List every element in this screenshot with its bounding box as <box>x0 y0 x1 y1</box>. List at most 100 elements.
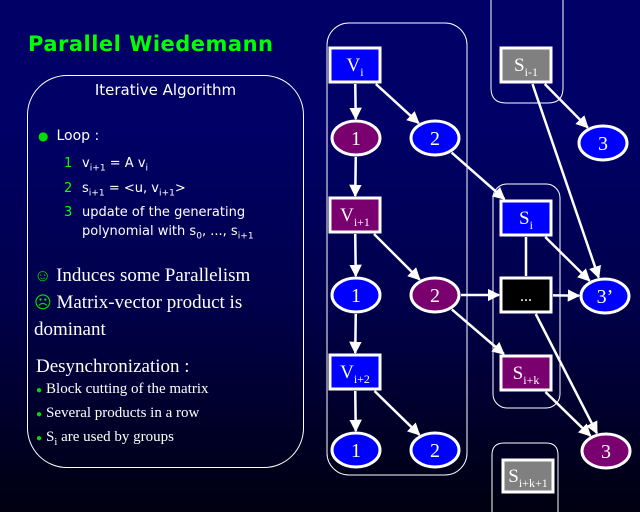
node-shape <box>579 277 631 315</box>
step-text: update of the generating <box>82 205 246 221</box>
node-label: 3 <box>601 441 611 463</box>
node-label: 2 <box>430 440 440 462</box>
node-shape <box>577 124 629 162</box>
node-label: Si+k <box>513 363 540 387</box>
desync-text: Several products in a row <box>46 405 200 421</box>
edge-Si_1-to-n3a <box>543 83 589 129</box>
edge-Vi1-to-n2b <box>373 233 421 281</box>
node-shape <box>499 276 553 314</box>
node-shape <box>328 46 382 84</box>
node-shape <box>330 119 382 157</box>
node-n3b: 3 <box>580 432 632 470</box>
pro-item: ☺ Induces some Parallelism <box>34 262 250 289</box>
step-text: s <box>82 180 89 196</box>
step-number: 1 <box>64 156 73 171</box>
desync-item: ●Block cutting of the matrix <box>36 378 209 402</box>
pros-cons: ☺ Induces some Parallelism ☹ Matrix-vect… <box>34 262 250 343</box>
node-label: ... <box>520 288 532 305</box>
desync-section: Desynchronization : ●Block cutting of th… <box>36 356 209 454</box>
step-text: > <box>174 180 186 196</box>
s-prev-group-frame <box>490 0 564 104</box>
algorithm-heading: Iterative Algorithm <box>94 81 237 99</box>
step-text: = A v <box>105 156 146 171</box>
step-3: 3 update of the generating <box>64 203 254 222</box>
node-label: Si-1 <box>514 55 538 79</box>
node-label: Si+k+1 <box>508 466 547 490</box>
smiley-happy-icon: ☺ <box>34 266 52 285</box>
node-shape <box>330 431 382 469</box>
step-text: v <box>82 156 90 171</box>
slide-title: Parallel Wiedemann <box>28 32 274 56</box>
node-sik1: Si+k+1 <box>501 458 555 494</box>
node-label: Si <box>519 208 534 232</box>
bullet-icon: ● <box>36 433 43 444</box>
desync-heading: Desynchronization : <box>36 356 190 377</box>
step-sub: i+1 <box>237 231 254 242</box>
node-n1a: 1 <box>330 119 382 157</box>
node-si-1: Si-1 <box>499 46 553 84</box>
edge-n1a-to-Vi1 <box>349 156 362 198</box>
bullet-icon: ● <box>38 129 49 143</box>
loop-label: Loop : <box>56 128 100 144</box>
node-shape <box>330 276 382 314</box>
step-sub: i+1 <box>158 188 175 199</box>
step-sub: i+1 <box>89 163 106 174</box>
bullet-icon: ● <box>36 409 43 420</box>
node-shape <box>499 46 553 84</box>
smiley-sad-icon: ☹ <box>34 293 52 312</box>
node-n3p: 3’ <box>579 277 631 315</box>
edge-n1b-to-Vi2 <box>349 313 362 355</box>
con-text: Matrix-vector product is <box>56 292 243 313</box>
desync-item: ●Several products in a row <box>36 402 209 426</box>
node-dots: ... <box>499 276 553 314</box>
step-text: , ..., s <box>201 224 238 240</box>
v-group-frame <box>326 22 468 476</box>
edge-Si_1-to-n3p <box>531 83 601 279</box>
node-n2a: 2 <box>409 119 461 157</box>
desync-text: Block cutting of the matrix <box>46 381 209 397</box>
desync-text: S <box>46 429 55 445</box>
pro-text: Induces some Parallelism <box>56 265 251 286</box>
step-number: 3 <box>64 205 73 221</box>
node-shape <box>409 431 461 469</box>
node-shape <box>409 276 461 314</box>
step-sub: i <box>145 163 149 174</box>
loop-bullet: ● Loop : <box>38 128 99 144</box>
node-label: 2 <box>430 285 440 307</box>
node-n1b: 1 <box>330 276 382 314</box>
node-shape <box>499 354 553 392</box>
node-n3a: 3 <box>577 124 629 162</box>
node-shape <box>328 353 382 391</box>
node-sik: Si+k <box>499 354 553 392</box>
step-3-continued: polynomial with s0, ..., si+1 <box>64 222 254 247</box>
node-vi1: Vi+1 <box>328 196 382 234</box>
node-label: 1 <box>351 285 361 307</box>
edge-Si-to-n3p <box>544 236 591 282</box>
node-label: 3 <box>598 133 608 155</box>
step-sub: i+1 <box>88 188 105 199</box>
edge-Vi2-to-n1c <box>349 390 362 433</box>
node-n2b: 2 <box>409 276 461 314</box>
node-shape <box>499 199 553 237</box>
node-label: Vi <box>346 55 364 79</box>
edge-Vi1-to-n1b <box>349 233 362 278</box>
node-vi2: Vi+2 <box>328 353 382 391</box>
bullet-icon: ● <box>36 385 43 396</box>
node-label: Vi+2 <box>340 362 370 386</box>
step-text: polynomial with s <box>82 224 197 240</box>
node-vi: Vi <box>328 46 382 84</box>
edges <box>349 83 601 437</box>
node-label: 2 <box>430 128 440 150</box>
step-number: 2 <box>64 180 73 196</box>
edge-Vi2-to-n2c <box>373 390 421 436</box>
node-si: Si <box>499 199 553 237</box>
node-shape <box>409 119 461 157</box>
desync-item: ●Si are used by groups <box>36 426 209 454</box>
node-n1c: 1 <box>330 431 382 469</box>
